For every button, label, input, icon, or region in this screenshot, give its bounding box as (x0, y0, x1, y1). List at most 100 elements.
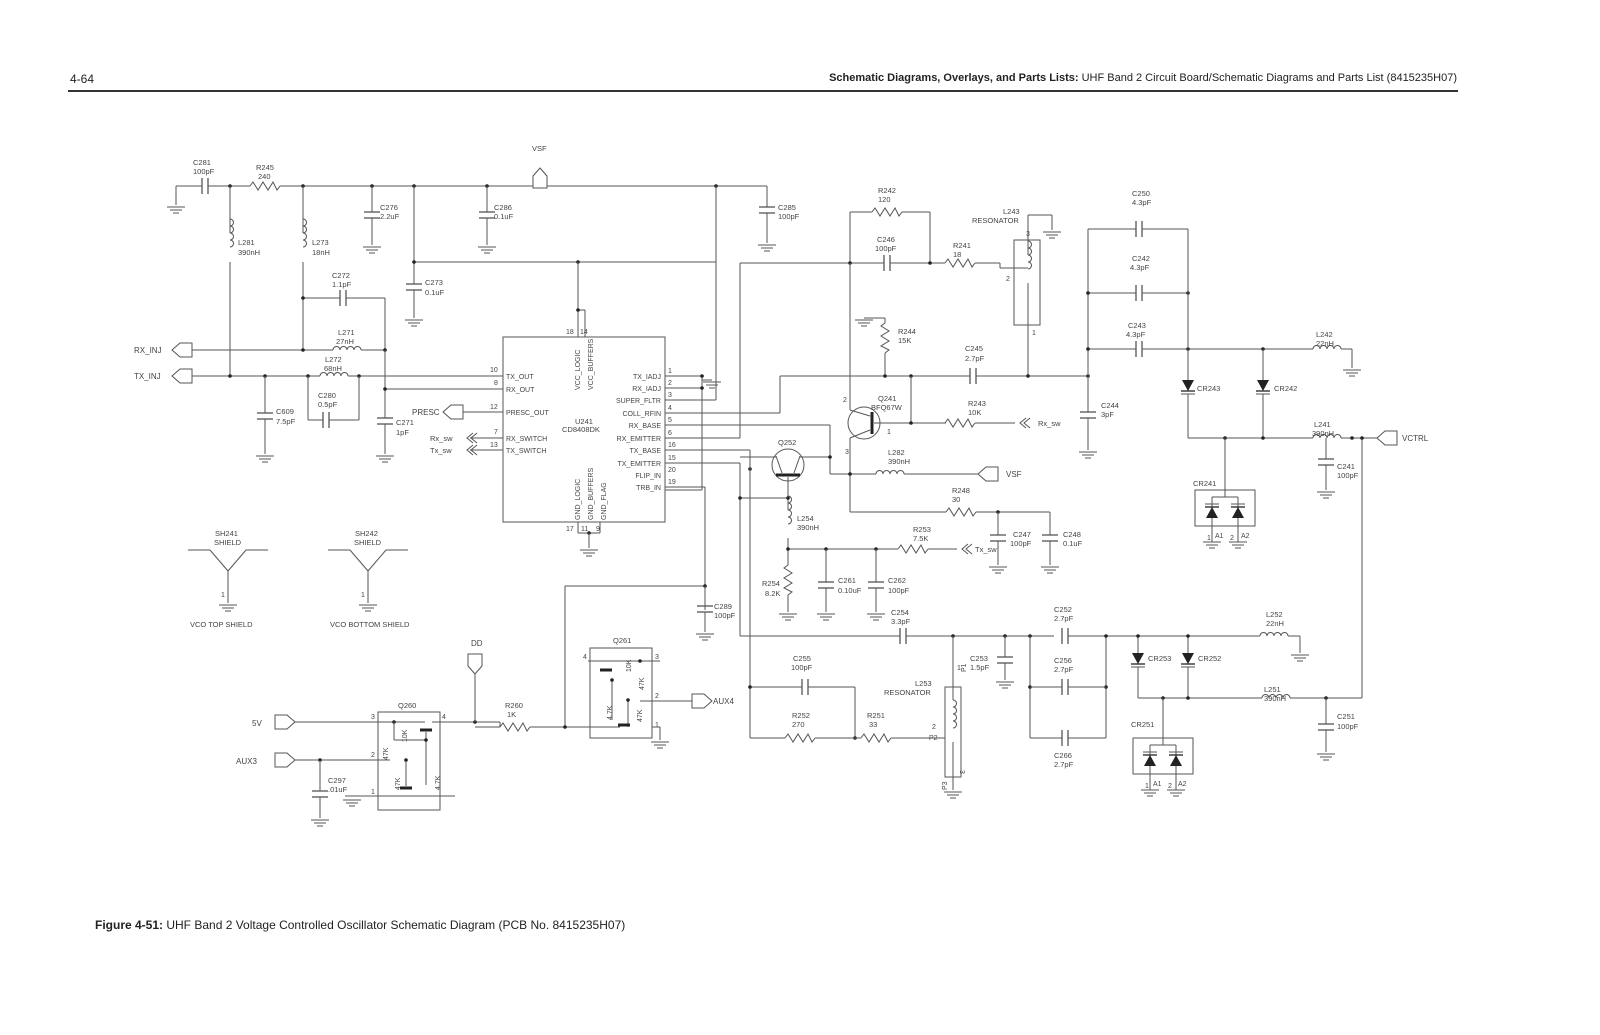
q261-resistor-label: 47K (639, 677, 646, 690)
label-c297-val: .01uF (328, 785, 348, 794)
u241-pin-num: 2 (668, 380, 672, 387)
label-l253-val: RESONATOR (884, 688, 931, 697)
label-q252-ref: Q252 (778, 438, 796, 447)
oscillator-section (564, 207, 1090, 738)
u241-pin-name: SUPER_FLTR (616, 398, 661, 405)
label-cr241-ref: CR241 (1193, 479, 1216, 488)
label-cr252-ref: CR252 (1198, 654, 1221, 663)
pin-label: P3 (942, 781, 949, 790)
lower-resonator-section (740, 438, 1363, 799)
label-q261-ref: Q261 (613, 636, 631, 645)
pin-label: 3 (958, 770, 965, 774)
u241-pin-name: RX_OUT (506, 387, 535, 394)
u241-pin-num: 17 (566, 526, 574, 533)
label-c242-ref: C242 (1132, 254, 1150, 263)
label-c250-val: 4.3pF (1132, 198, 1152, 207)
u241-pin-num: 16 (668, 442, 676, 449)
label-l251-ref: L251 (1264, 685, 1281, 694)
u241-pin-name: GND_BUFFERS (588, 468, 595, 520)
header-title-bold: Schematic Diagrams, Overlays, and Parts … (829, 72, 1079, 84)
u241-pin-num: 3 (668, 392, 672, 399)
label-sh241-val: SHIELD (214, 538, 242, 547)
u241-pin-num: 10 (490, 367, 498, 374)
label-aux4: AUX4 (713, 697, 734, 706)
label-c241-ref: C241 (1337, 462, 1355, 471)
label-r251-ref: R251 (867, 711, 885, 720)
label-sh241-desc: VCO TOP SHIELD (190, 620, 253, 629)
u241-pin-name: VCC_LOGIC (575, 350, 582, 390)
component-labels: C281 100pF R245 240 C276 2.2uF C286 0.1u… (134, 144, 1429, 796)
pin-label: 3 (1026, 231, 1030, 238)
label-l281-ref: L281 (238, 238, 255, 247)
label-u241-ref: U241 (575, 417, 593, 426)
label-q241-val: BFQ67W (871, 403, 903, 412)
label-c252-val: 2.7pF (1054, 614, 1074, 623)
label-c281-val: 100pF (193, 167, 215, 176)
label-c609-val: 7.5pF (276, 417, 296, 426)
label-l271-val: 27nH (336, 337, 354, 346)
label-c254-val: 3.3pF (891, 617, 911, 626)
label-l254-ref: L254 (797, 514, 814, 523)
pin-label: P2 (929, 735, 938, 742)
pin-label: 4 (442, 714, 446, 721)
u241-pin-name: FLIP_IN (635, 473, 661, 480)
u241-pin-name: RX_IADJ (632, 386, 661, 393)
label-c262-ref: C262 (888, 576, 906, 585)
label-c280-val: 0.5pF (318, 400, 338, 409)
q260-resistor-label: 10K (402, 729, 409, 742)
label-c271-val: 1pF (396, 428, 409, 437)
label-c289-ref: C289 (714, 602, 732, 611)
label-c243-ref: C243 (1128, 321, 1146, 330)
pin-label: 1 (361, 592, 365, 599)
u241-pin-num: 1 (668, 368, 672, 375)
pin-label: 1 (1032, 330, 1036, 337)
label-c262-val: 100pF (888, 586, 910, 595)
label-c242-val: 4.3pF (1130, 263, 1150, 272)
label-c286-ref: C286 (494, 203, 512, 212)
pin-label: 1 (221, 592, 225, 599)
label-sh242-ref: SH242 (355, 529, 378, 538)
label-tx-sw-left: Tx_sw (430, 446, 452, 455)
label-c272-ref: C272 (332, 271, 350, 280)
label-c255-val: 100pF (791, 663, 813, 672)
label-tx-sw-right: Tx_sw (975, 545, 997, 554)
u241-pin-num: 13 (490, 442, 498, 449)
label-r248-ref: R248 (952, 486, 970, 495)
label-c289-val: 100pF (714, 611, 736, 620)
u241-pin-name: TX_IADJ (633, 374, 661, 381)
pin-label: 1 (1207, 535, 1211, 542)
label-dd: DD (471, 639, 483, 648)
label-c247-val: 100pF (1010, 539, 1032, 548)
tank-network (1078, 220, 1398, 549)
label-cr243-ref: CR243 (1197, 384, 1220, 393)
label-r242-val: 120 (878, 195, 891, 204)
pin-label: 1 (887, 429, 891, 436)
label-l253-ref: L253 (915, 679, 932, 688)
label-l252-val: 22nH (1266, 619, 1284, 628)
label-r252-val: 270 (792, 720, 805, 729)
q260-resistor-label: 47K (383, 747, 390, 760)
label-c609-ref: C609 (276, 407, 294, 416)
label-r243-ref: R243 (968, 399, 986, 408)
label-l251-val: 390nH (1264, 694, 1286, 703)
label-c261-val: 0.10uF (838, 586, 862, 595)
u241-pin-name: COLL_RFIN (622, 411, 661, 418)
header-rule (68, 90, 1458, 92)
pin-label: 2 (1006, 276, 1010, 283)
label-r245-val: 240 (258, 172, 271, 181)
label-l242-ref: L242 (1316, 330, 1333, 339)
label-c286-val: 0.1uF (494, 212, 514, 221)
label-r244-ref: R244 (898, 327, 916, 336)
label-c251-ref: C251 (1337, 712, 1355, 721)
label-c253-ref: C253 (970, 654, 988, 663)
u241-pin-num: 7 (494, 429, 498, 436)
label-r245-ref: R245 (256, 163, 274, 172)
u241-pin-num: 19 (668, 479, 676, 486)
label-l272-ref: L272 (325, 355, 342, 364)
label-cr253-ref: CR253 (1148, 654, 1171, 663)
label-rx-sw-left: Rx_sw (430, 434, 453, 443)
label-rx-inj: RX_INJ (134, 346, 162, 355)
page-number: 4-64 (70, 72, 95, 86)
label-c251-val: 100pF (1337, 722, 1359, 731)
